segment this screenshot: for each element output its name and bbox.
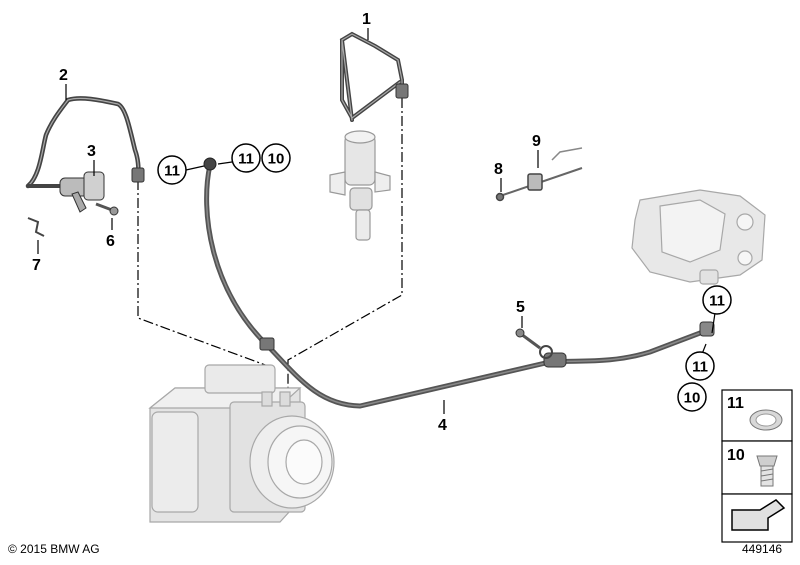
copyright-text: © 2015 BMW AG: [8, 542, 100, 556]
circled-callout-11-left: 11: [157, 155, 187, 185]
legend-box-10: [721, 440, 793, 495]
svg-text:10: 10: [268, 151, 285, 168]
svg-text:11: 11: [238, 151, 254, 168]
bleed-screw-icon: [756, 455, 778, 487]
sealing-ring-icon: [749, 409, 783, 431]
circled-callout-10-hose: 10: [261, 143, 291, 173]
bracket-8-9: [495, 147, 583, 202]
direction-arrow-icon: [731, 499, 786, 531]
callout-2: 2: [59, 67, 68, 84]
leader-line-left: [137, 180, 269, 392]
callout-4: 4: [438, 417, 447, 434]
screw-6: [95, 202, 119, 216]
callout-6: 6: [106, 233, 115, 250]
legend-label-10: 10: [727, 447, 745, 464]
wheel-speed-sensor: [59, 171, 105, 213]
diagram-number: 449146: [742, 542, 782, 556]
leader-line-right: [287, 98, 403, 392]
circled-callout-11-hose: 11: [231, 143, 261, 173]
svg-text:11: 11: [709, 293, 725, 310]
svg-text:11: 11: [692, 359, 708, 376]
hose-main: [204, 162, 711, 409]
brake-hose: [203, 157, 715, 409]
callout-1: 1: [362, 11, 371, 28]
bolt-5: [515, 328, 553, 359]
svg-text:11: 11: [164, 163, 180, 180]
brake-line-2: [25, 96, 145, 189]
legend-label-11: 11: [727, 395, 744, 412]
circled-callout-11-end: 11: [685, 351, 715, 381]
circled-callout-10-end: 10: [677, 382, 707, 412]
circled-callout-11-caliper: 11: [702, 285, 732, 315]
callout-leaders: [37, 28, 716, 414]
clip-7: [27, 217, 45, 237]
callout-7: 7: [32, 257, 41, 274]
svg-text:10: 10: [684, 390, 701, 407]
callout-9: 9: [532, 133, 541, 150]
callout-5: 5: [516, 299, 525, 316]
abs-unit: [148, 364, 335, 523]
brake-pipe-1: [339, 31, 409, 122]
legend-panel: 11 10: [721, 389, 793, 543]
callout-8: 8: [494, 161, 503, 178]
brake-caliper: [631, 189, 766, 285]
callout-3: 3: [87, 143, 96, 160]
master-cylinder: [329, 130, 391, 241]
